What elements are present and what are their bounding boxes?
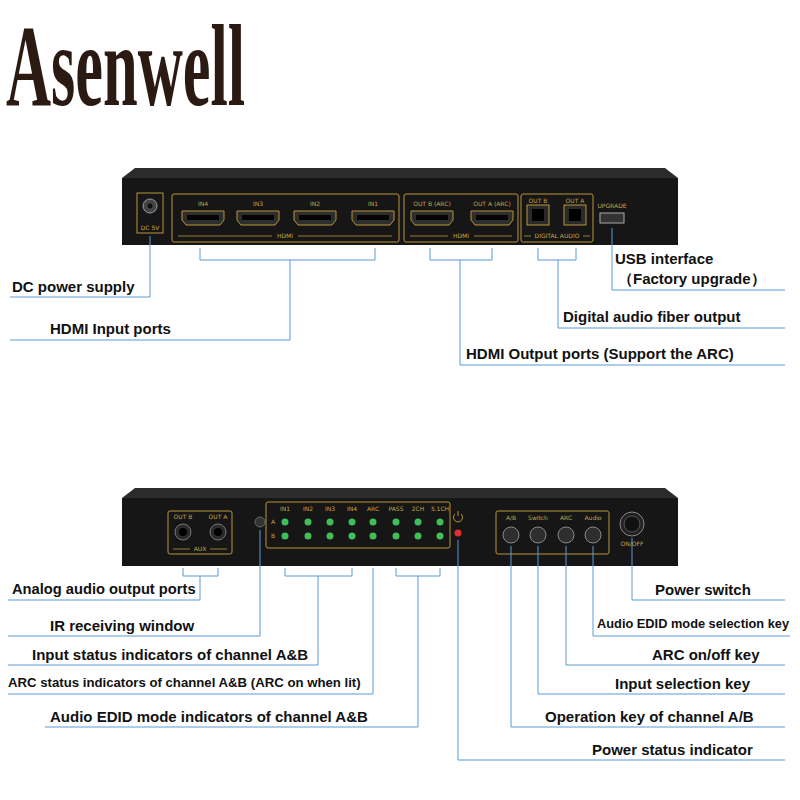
power-button-cap	[624, 516, 640, 532]
callout-label: Operation key of channel A/B	[545, 708, 754, 725]
panel-marking: IN3	[253, 201, 263, 207]
hdmi-port	[182, 211, 513, 225]
leader-line	[8, 228, 790, 760]
panel-marking: IN2	[303, 506, 313, 512]
panel-marking: IN4	[347, 506, 357, 512]
audio-jack	[175, 524, 191, 540]
callout-label: IR receiving window	[50, 617, 194, 634]
callout-label: USB interface	[615, 250, 713, 267]
ir-window	[255, 517, 265, 527]
power-symbol	[454, 511, 463, 522]
panel-marking: HDMI	[453, 233, 469, 239]
callout-label: Power switch	[655, 581, 751, 598]
panel-marking: 5.1CH	[431, 506, 449, 512]
panel-marking: IN3	[325, 506, 335, 512]
front-panel	[122, 488, 678, 566]
audio-jack-hole	[214, 528, 222, 536]
panel-marking: OUT B	[529, 198, 548, 204]
optical-port-inner	[532, 209, 544, 221]
callout-label: Input selection key	[615, 675, 750, 692]
panel-marking: ARC	[560, 515, 572, 521]
callout-label: ARC status indicators of channel A&B (AR…	[8, 675, 361, 690]
callout-label: Analog audio output ports	[12, 581, 196, 598]
brand-logo: Asenwell	[6, 8, 245, 124]
panel-marking: DC 5V	[141, 225, 160, 231]
callout-label: DC power supply	[12, 278, 135, 295]
green-led	[282, 519, 444, 540]
panel-marking: OUT B	[174, 514, 193, 520]
usb-port	[600, 213, 624, 223]
optical-frame	[521, 194, 593, 242]
panel-marking: ON/OFF	[621, 541, 644, 547]
callout-label: Power status indicator	[592, 741, 753, 758]
optical-port	[564, 205, 586, 225]
callout-label: Input status indicators of channel A&B	[32, 646, 308, 663]
panel-marking: DIGITAL AUDIO	[535, 233, 580, 239]
rear-panel	[122, 168, 678, 245]
callout-label: （Factory upgrade）	[618, 270, 766, 287]
housing-top	[122, 168, 678, 178]
callout-label: Digital audio fiber output	[563, 308, 740, 325]
panel-marking: IN4	[198, 201, 208, 207]
push-button	[503, 527, 601, 543]
panel-marking: A	[271, 519, 275, 525]
panel-marking: OUT A	[209, 514, 228, 520]
panel-marking: IN2	[310, 201, 320, 207]
optical-port	[527, 205, 549, 225]
panel-marking: UPGRADE	[597, 203, 626, 209]
hdmi-out-frame	[404, 194, 518, 242]
panel-marking: Audio	[584, 515, 601, 521]
aux-frame	[168, 511, 232, 554]
power-button	[620, 512, 644, 536]
hdmi-port-inner	[187, 215, 508, 220]
panel-marking: A/B	[506, 515, 516, 521]
panel-marking: 2CH	[412, 506, 425, 512]
audio-jack	[210, 524, 226, 540]
panel-marking: HDMI	[277, 233, 293, 239]
optical-port-inner	[569, 209, 581, 221]
panel-marking: OUT B (ARC)	[413, 201, 451, 207]
callout-label: ARC on/off key	[652, 646, 760, 663]
callout-label: Audio EDID mode selection key	[597, 617, 789, 632]
audio-jack-hole	[179, 528, 187, 536]
panel-marking: B	[271, 533, 275, 539]
callout-label: HDMI Input ports	[50, 320, 171, 337]
red-led	[455, 530, 462, 537]
housing-front	[122, 178, 678, 245]
panel-marking: PASS	[389, 506, 404, 512]
panel-marking: OUT A	[566, 198, 585, 204]
callout-label: HDMI Output ports (Support the ARC)	[466, 345, 734, 362]
callout-label: Audio EDID mode indicators of channel A&…	[50, 708, 368, 725]
button-frame	[496, 511, 609, 554]
panel-marking: OUT A (ARC)	[473, 201, 511, 207]
panel-marking: IN1	[280, 506, 290, 512]
panel-marking: IN1	[368, 201, 378, 207]
dc-frame	[137, 193, 163, 233]
panel-marking: Switch	[528, 515, 548, 521]
panel-marking: ARC	[367, 506, 379, 512]
housing-front	[122, 498, 678, 566]
dc-jack	[143, 199, 157, 213]
panel-rule	[178, 236, 590, 237]
hdmi-in-frame	[172, 194, 399, 242]
housing-top	[122, 488, 678, 498]
dc-pin	[148, 204, 153, 209]
panel-marking: AUX	[194, 546, 207, 552]
indicator-frame	[266, 502, 450, 548]
